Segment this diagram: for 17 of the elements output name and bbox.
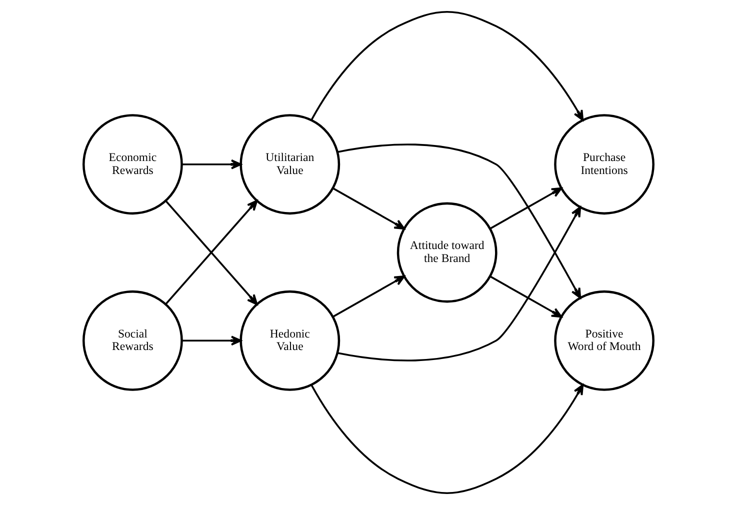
arrow <box>182 159 242 170</box>
arrow <box>332 187 406 230</box>
node-circle: Positive Word of Mouth <box>554 290 654 391</box>
arrow <box>490 187 562 230</box>
arrow <box>182 336 242 346</box>
arrow <box>338 206 582 362</box>
node-circle: Hedonic Value <box>240 290 340 391</box>
node-circle: Economic Rewards <box>82 114 183 215</box>
node-circle: Purchase Intentions <box>554 114 654 215</box>
node-circle: Attitude toward the Brand <box>396 202 498 303</box>
arrow <box>310 11 584 121</box>
arrow <box>490 276 562 318</box>
node-circle: Social Rewards <box>82 290 183 391</box>
arrow <box>332 275 406 318</box>
arrow <box>338 144 582 299</box>
arrow <box>310 384 584 494</box>
node-circle: Utilitarian Value <box>240 114 340 215</box>
